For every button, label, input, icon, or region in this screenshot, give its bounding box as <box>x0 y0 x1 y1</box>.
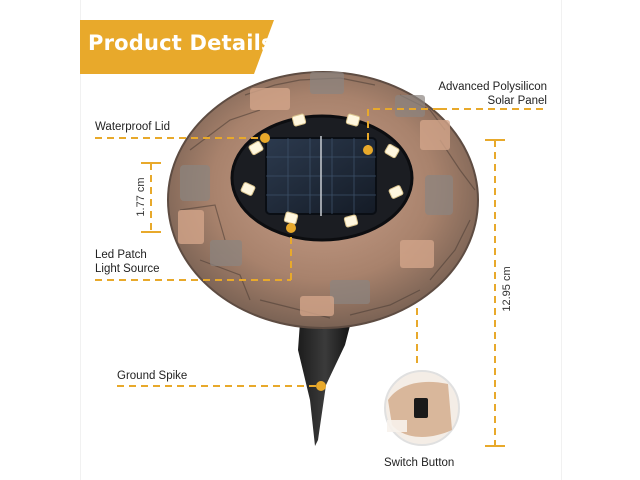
pointer-dot-solar <box>363 145 373 155</box>
lid-height-dimension: 1.77 cm <box>135 177 147 217</box>
led-4 <box>384 143 400 159</box>
led-patch-label-line2: Light Source <box>95 263 160 275</box>
product-details-banner: Product Details <box>80 20 274 74</box>
solar-panel-label-line1: Advanced Polysilicon <box>438 81 547 93</box>
led-patch-label-line1: Led Patch <box>95 249 147 261</box>
led-2 <box>345 113 361 127</box>
led-3 <box>248 140 264 156</box>
led-patch-label: Led Patch Light Source <box>95 248 160 276</box>
banner-title: Product Details <box>88 31 274 55</box>
solar-panel-label: Advanced Polysilicon Solar Panel <box>412 80 547 108</box>
ground-spike-shape <box>298 318 352 446</box>
pointer-dot-lid <box>260 133 270 143</box>
ground-spike-label: Ground Spike <box>117 370 188 382</box>
switch-button-shape <box>414 398 428 418</box>
pointer-dot-led <box>286 223 296 233</box>
total-height-dimension: 12.95 cm <box>501 266 513 312</box>
led-7 <box>283 211 299 225</box>
led-1 <box>291 113 307 127</box>
switch-button-label: Switch Button <box>384 457 455 469</box>
waterproof-lid-label: Waterproof Lid <box>95 121 170 133</box>
solar-panel-label-line2: Solar Panel <box>487 95 547 107</box>
led-5 <box>240 182 256 196</box>
led-8 <box>343 214 359 228</box>
led-6 <box>388 185 404 199</box>
pointer-dot-spike <box>316 381 326 391</box>
